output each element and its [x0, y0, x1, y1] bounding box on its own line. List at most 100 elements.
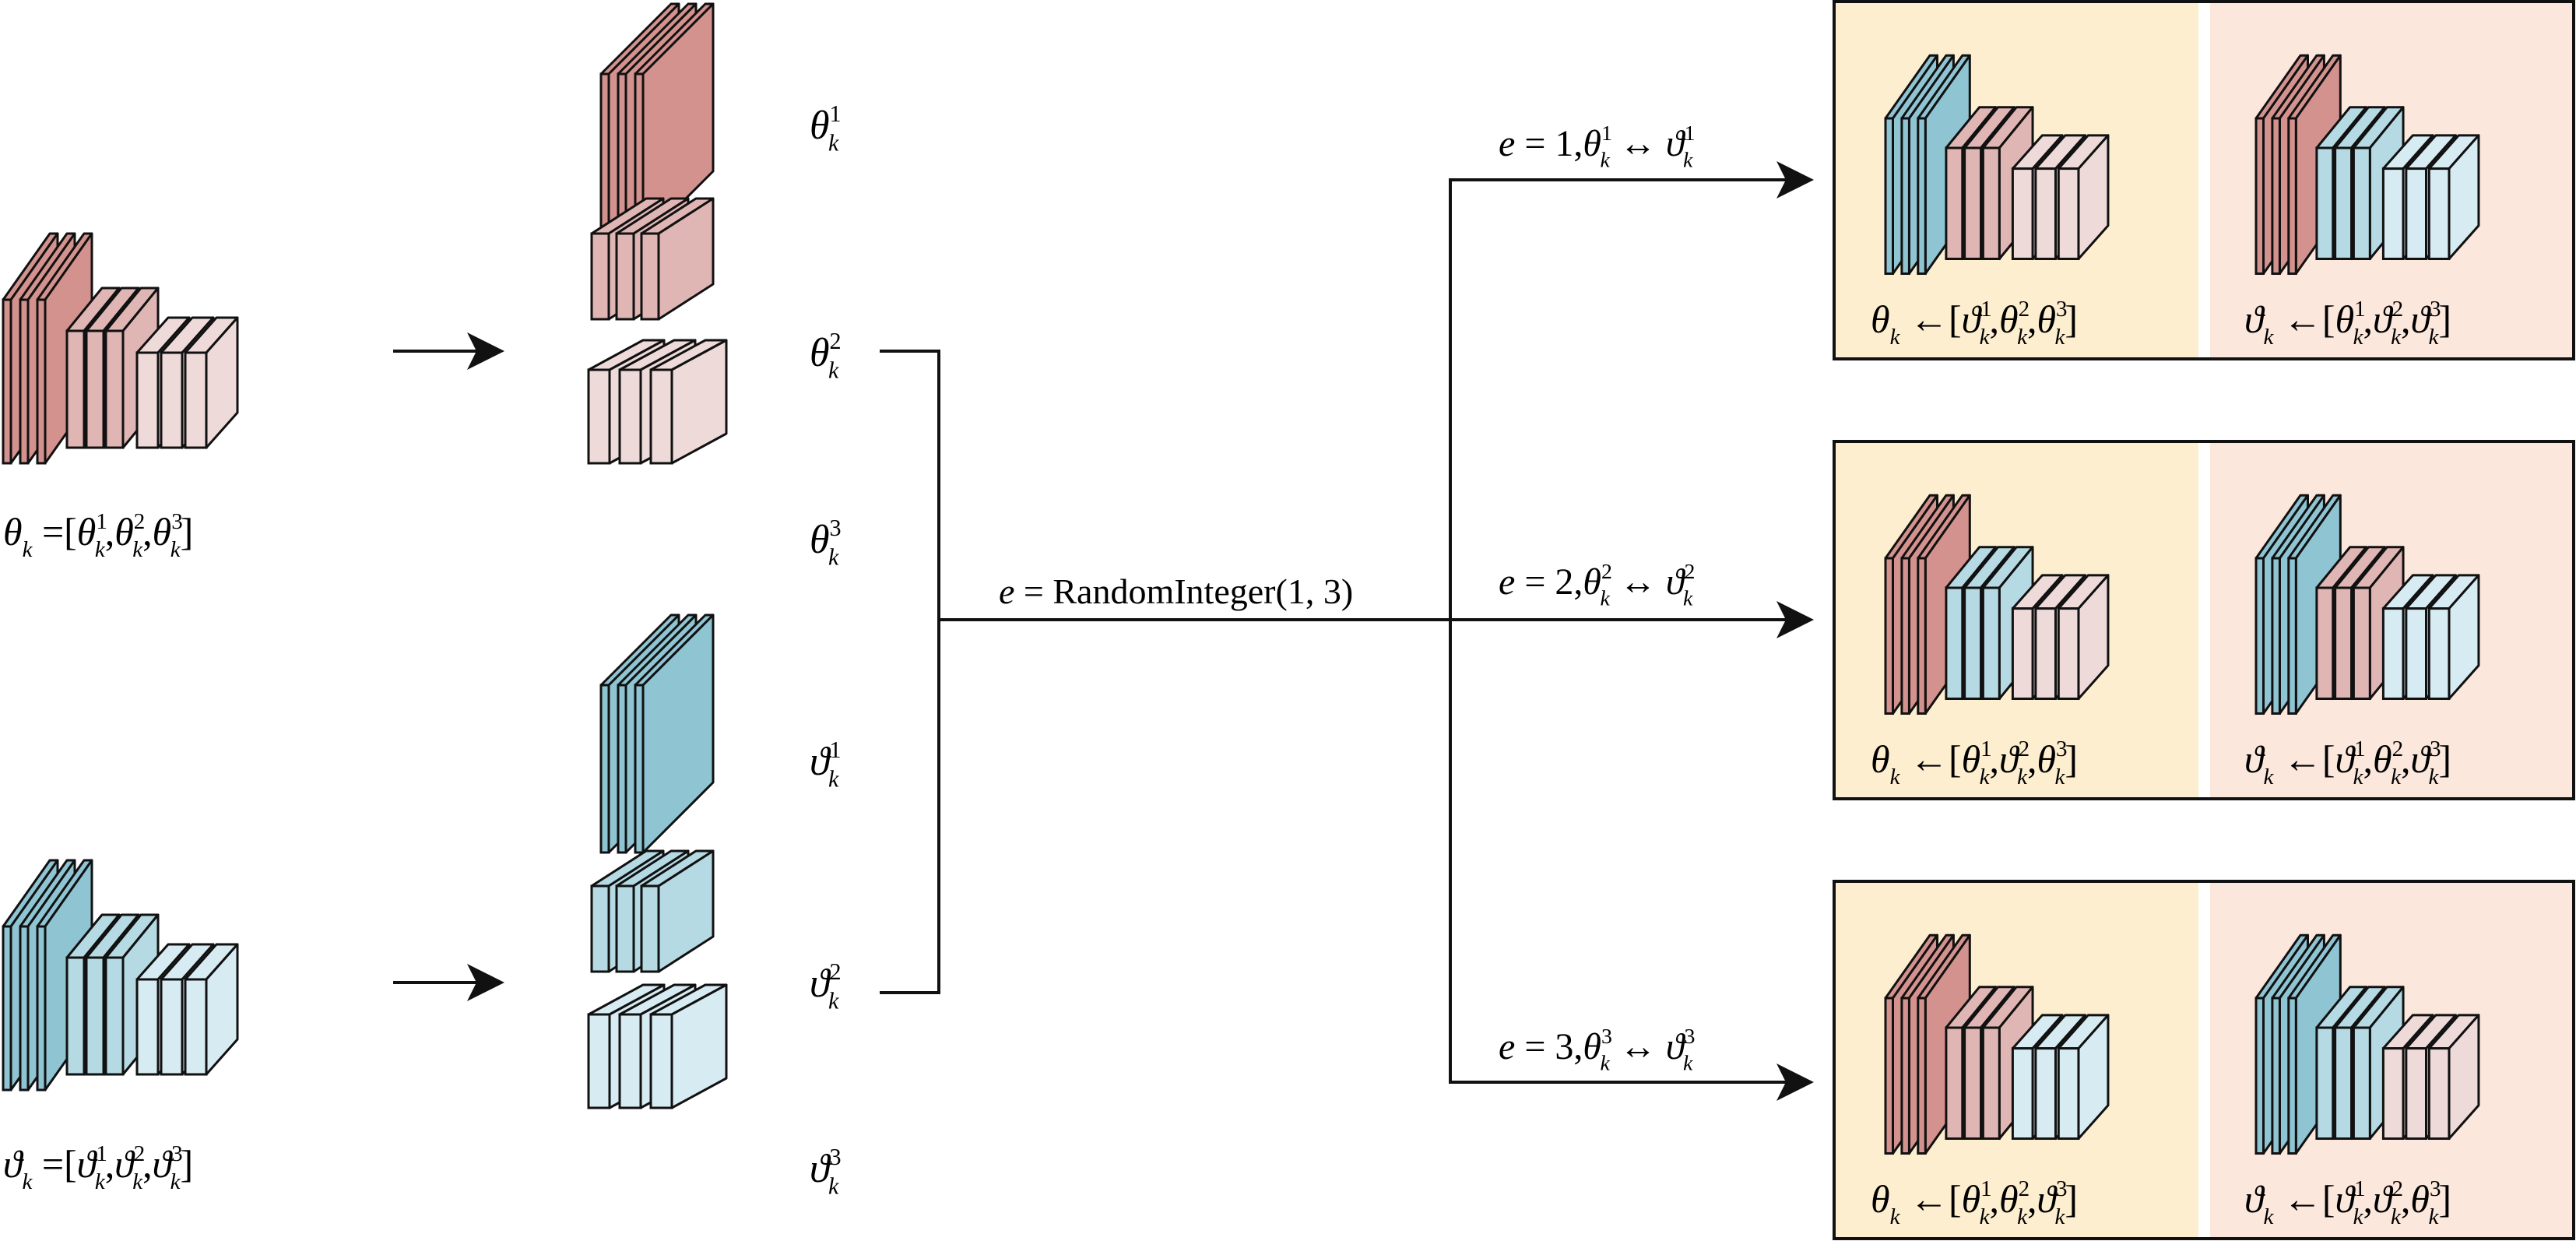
slab-front-face	[649, 1013, 673, 1109]
network-e2-vartheta	[2254, 494, 2480, 715]
block-vartheta-3	[587, 983, 728, 1109]
slab-front-face	[640, 232, 660, 321]
slab-front-face	[135, 978, 160, 1076]
slab-front-face	[2011, 1047, 2034, 1140]
slab-front-face	[618, 368, 642, 465]
slab-front-face	[587, 368, 611, 465]
slab-front-face	[19, 298, 30, 465]
slab-front-face	[160, 351, 184, 449]
slab-front-face	[599, 684, 610, 854]
slab-front-face	[2057, 607, 2080, 700]
layer-block-3	[2011, 574, 2110, 700]
block-vartheta-1	[599, 613, 715, 854]
block-vartheta-2	[590, 849, 715, 973]
layer-stacks	[2, 2, 2480, 1155]
slab-front-face	[590, 232, 610, 321]
layer-block-3	[135, 316, 239, 449]
layer-block-3	[2011, 134, 2110, 261]
slab-front-face	[615, 884, 635, 973]
slab-front-face	[2381, 1047, 2405, 1140]
network-vartheta	[2, 859, 239, 1092]
slab-front-face	[1981, 586, 2001, 700]
layer-block-2	[1945, 986, 2034, 1140]
slab-front-face	[590, 884, 610, 973]
slab-front-face	[2334, 1026, 2353, 1140]
slab-front-face	[2034, 607, 2058, 700]
slab-front-face	[599, 72, 610, 243]
slab-front-face	[2405, 607, 2428, 700]
slab-front-face	[36, 298, 47, 465]
slab-front-face	[2, 925, 12, 1092]
panel-border	[1833, 0, 2575, 360]
slab-front-face	[634, 684, 645, 854]
slab-front-face	[2427, 167, 2451, 261]
slab-front-face	[2271, 117, 2281, 275]
network-theta	[2, 232, 239, 465]
slab-front-face	[640, 884, 660, 973]
slab-front-face	[1945, 586, 1964, 700]
slab-front-face	[1963, 146, 1983, 260]
slab-front-face	[2287, 997, 2297, 1155]
layer-block-3	[2011, 1014, 2110, 1140]
slab-front-face	[2, 298, 12, 465]
panel-border	[1833, 440, 2575, 800]
slab-front-face	[2405, 167, 2428, 261]
slab-front-face	[2315, 586, 2335, 700]
slab-front-face	[2011, 607, 2034, 700]
slab-front-face	[2034, 1047, 2058, 1140]
slab-front-face	[1917, 997, 1927, 1155]
slab-front-face	[19, 925, 30, 1092]
layer-block-3	[2381, 1014, 2480, 1140]
slab-front-face	[2381, 167, 2405, 261]
slab-front-face	[2315, 146, 2335, 260]
slab-front-face	[615, 232, 635, 321]
slab-front-face	[2352, 1026, 2371, 1140]
slab-front-face	[2427, 607, 2451, 700]
slab-front-face	[2352, 586, 2371, 700]
slab-front-face	[2254, 997, 2265, 1155]
slab-front-face	[2057, 1047, 2080, 1140]
slab-front-face	[65, 956, 86, 1076]
slab-front-face	[618, 1013, 642, 1109]
slab-front-face	[2334, 146, 2353, 260]
slab-front-face	[2287, 557, 2297, 715]
slab-front-face	[649, 368, 673, 465]
slab-front-face	[1900, 997, 1910, 1155]
random-integer-label: e = RandomInteger(1, 3)	[999, 571, 1353, 611]
connector-lines	[393, 161, 1814, 1101]
slab-front-face	[2315, 1026, 2335, 1140]
slab-front-face	[2287, 117, 2297, 275]
slab-front-face	[2405, 1047, 2428, 1140]
slab-front-face	[1981, 1026, 2001, 1140]
slab-front-face	[2011, 167, 2034, 261]
slab-front-face	[184, 351, 208, 449]
slab-front-face	[1945, 1026, 1964, 1140]
slab-front-face	[36, 925, 47, 1092]
slab-front-face	[2427, 1047, 2451, 1140]
block-theta-1	[599, 2, 715, 243]
slab-front-face	[104, 956, 125, 1076]
slab-front-face	[1917, 557, 1927, 715]
slab-front-face	[2352, 146, 2371, 260]
slab-front-face	[65, 329, 86, 449]
slab-front-face	[160, 978, 184, 1076]
layer-block-2	[65, 287, 160, 449]
layer-block-2	[2315, 106, 2405, 260]
layer-block-3	[2381, 574, 2480, 700]
slab-front-face	[2334, 586, 2353, 700]
block-theta-2	[590, 197, 715, 321]
slab-front-face	[1945, 146, 1964, 260]
